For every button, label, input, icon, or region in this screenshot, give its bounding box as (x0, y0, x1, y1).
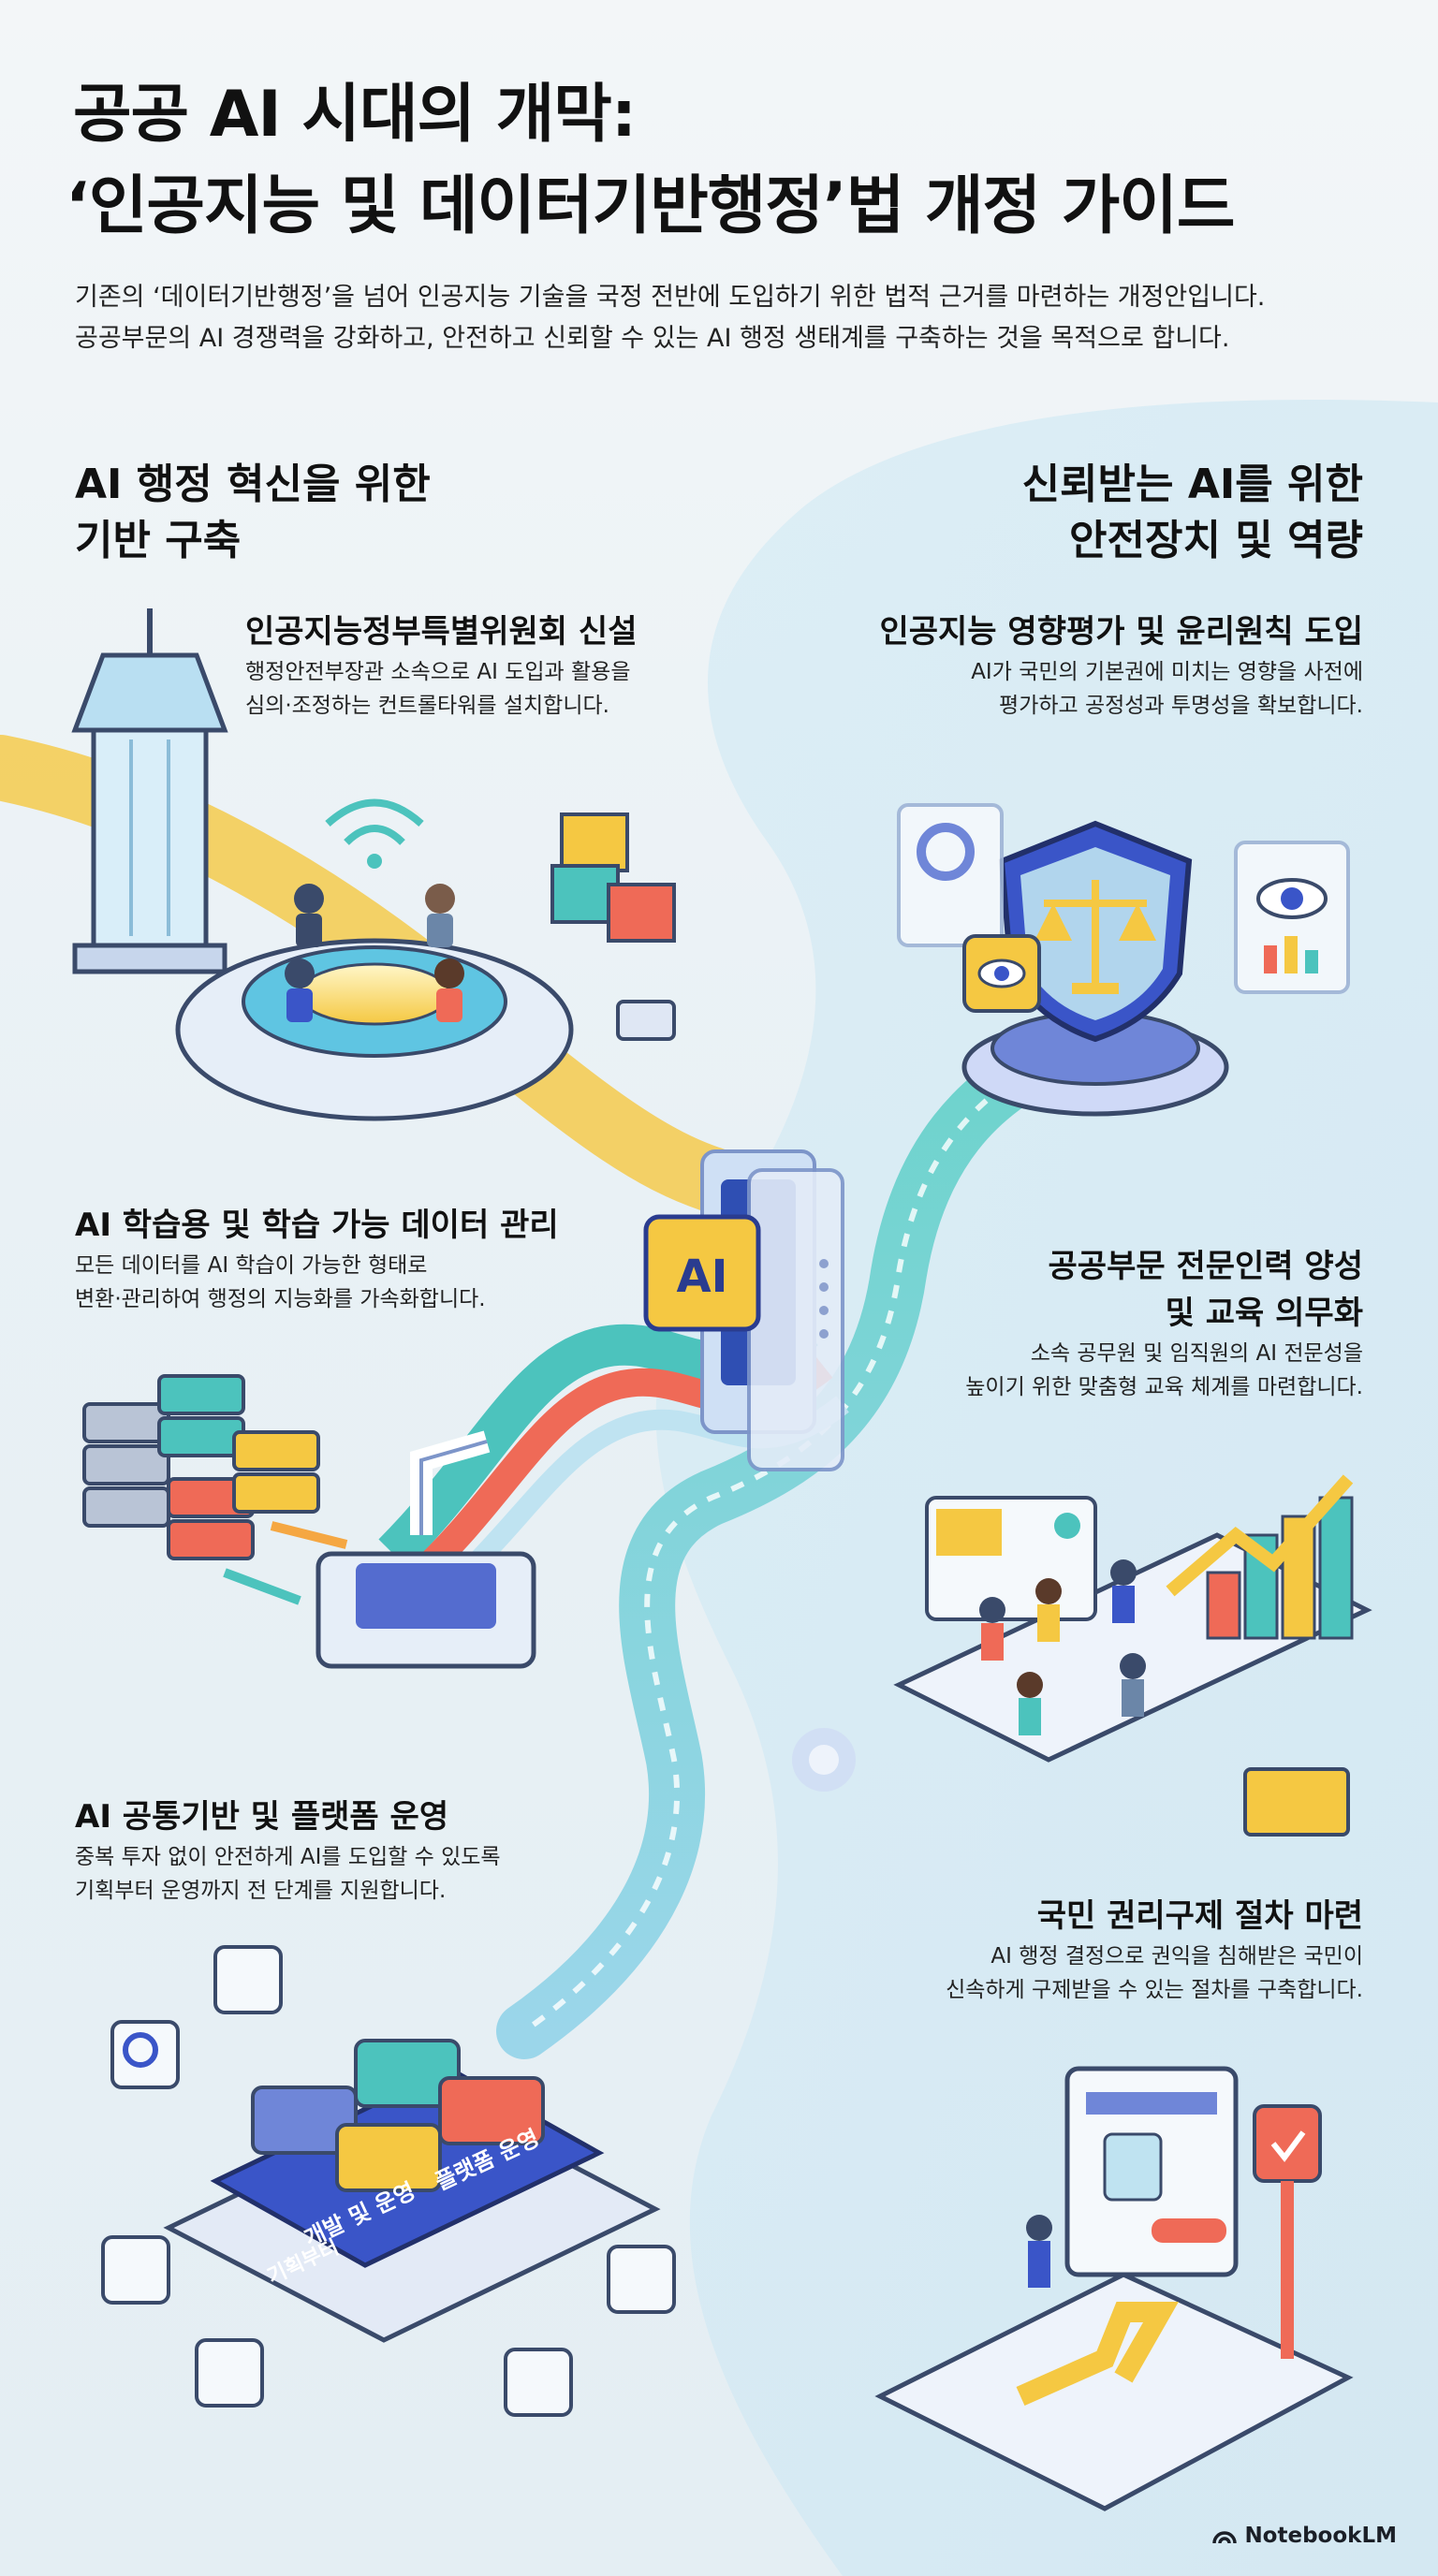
ai-chip-illustration: AI (643, 1214, 761, 1332)
brand-name: NotebookLM (1244, 2524, 1397, 2548)
card-desc-line1: 중복 투자 없이 안전하게 AI를 도입할 수 있도록 (75, 1845, 501, 1869)
training-illustration (893, 1474, 1372, 1837)
ai-chip-label: AI (676, 1251, 727, 1303)
control-tower-illustration (71, 608, 228, 974)
right-heading-line2: 안전장치 및 역량 (1069, 517, 1363, 564)
card-title-line1: 공공부문 전문인력 양성 (1048, 1248, 1363, 1285)
left-section-heading: AI 행정 혁신을 위한 기반 구축 (75, 457, 431, 569)
card-workforce-training: 공공부문 전문인력 양성 및 교육 의무화 소속 공무원 및 임직원의 AI 전… (965, 1243, 1363, 1404)
card-desc-line2: 평가하고 공정성과 투명성을 확보합니다. (999, 694, 1363, 718)
card-title: AI 학습용 및 학습 가능 데이터 관리 (75, 1207, 559, 1244)
shield-scale-illustration (897, 803, 1350, 1117)
card-desc-line1: AI가 국민의 기본권에 미치는 영향을 사전에 (971, 660, 1363, 684)
card-title: AI 공통기반 및 플랫폼 운영 (75, 1798, 449, 1836)
intro-line2: 공공부문의 AI 경쟁력을 강화하고, 안전하고 신뢰할 수 있는 AI 행정 … (75, 324, 1230, 353)
card-desc-line1: AI 행정 결정으로 권익을 침해받은 국민이 (990, 1944, 1363, 1969)
card-desc-line1: 행정안전부장관 소속으로 AI 도입과 활용을 (245, 660, 631, 684)
data-stack-illustration (82, 1374, 536, 1669)
card-ai-data-management: AI 학습용 및 학습 가능 데이터 관리 모든 데이터를 AI 학습이 가능한… (75, 1202, 559, 1316)
card-desc-line2: 높이기 위한 맞춤형 교육 체계를 마련합니다. (965, 1375, 1363, 1399)
card-desc-line2: 심의·조정하는 컨트롤타워를 설치합니다. (245, 694, 609, 718)
intro-text: 기존의 ‘데이터기반행정’을 넘어 인공지능 기술을 국정 전반에 도입하기 위… (75, 277, 1386, 359)
data-blocks-illustration (550, 812, 676, 1041)
brand-watermark: NotebookLM (1212, 2524, 1397, 2548)
right-heading-line1: 신뢰받는 AI를 위한 (1021, 461, 1363, 508)
platform-illustration: 개발 및 운영 플랫폼 운영 기획부터 (101, 1728, 856, 2417)
card-title-line2: 및 교육 의무화 (1165, 1295, 1363, 1332)
page-title-line2: ‘인공지능 및 데이터기반행정’법 개정 가이드 (66, 169, 1235, 243)
card-title: 국민 권리구제 절차 마련 (1036, 1897, 1363, 1935)
card-title: 인공지능정부특별위원회 신설 (245, 613, 638, 651)
card-rights-relief: 국민 권리구제 절차 마련 AI 행정 결정으로 권익을 침해받은 국민이 신속… (946, 1893, 1363, 2007)
card-desc-line1: 모든 데이터를 AI 학습이 가능한 형태로 (75, 1253, 428, 1278)
page-title-line1: 공공 AI 시대의 개막: (73, 78, 637, 152)
card-impact-assessment: 인공지능 영향평가 및 윤리원칙 도입 AI가 국민의 기본권에 미치는 영향을… (879, 608, 1363, 723)
right-section-heading: 신뢰받는 AI를 위한 안전장치 및 역량 (1022, 457, 1363, 569)
card-desc-line2: 변환·관리하여 행정의 지능화를 가속화합니다. (75, 1287, 486, 1311)
rights-relief-illustration (874, 2066, 1354, 2511)
notebooklm-logo-icon (1212, 2531, 1238, 2544)
card-title: 인공지능 영향평가 및 윤리원칙 도입 (879, 613, 1363, 651)
card-ai-platform: AI 공통기반 및 플랫폼 운영 중복 투자 없이 안전하게 AI를 도입할 수… (75, 1793, 501, 1908)
card-desc-line1: 소속 공무원 및 임직원의 AI 전문성을 (1030, 1341, 1363, 1366)
card-desc-line2: 신속하게 구제받을 수 있는 절차를 구축합니다. (946, 1978, 1363, 2002)
left-heading-line2: 기반 구축 (75, 517, 242, 564)
intro-line1: 기존의 ‘데이터기반행정’을 넘어 인공지능 기술을 국정 전반에 도입하기 위… (75, 283, 1266, 312)
card-ai-committee: 인공지능정부특별위원회 신설 행정안전부장관 소속으로 AI 도입과 활용을 심… (245, 608, 637, 723)
card-desc-line2: 기획부터 운영까지 전 단계를 지원합니다. (75, 1879, 447, 1903)
committee-table-illustration (175, 798, 574, 1121)
left-heading-line1: AI 행정 혁신을 위한 (75, 461, 431, 508)
